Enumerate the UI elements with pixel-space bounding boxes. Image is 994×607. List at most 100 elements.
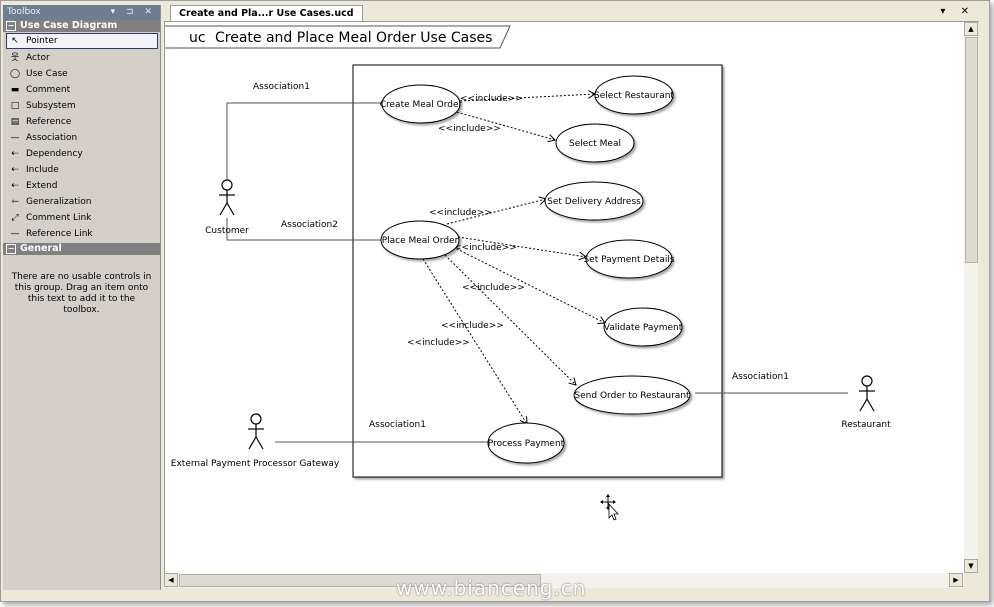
association-label: Association1 (253, 82, 310, 92)
include-set-delivery[interactable] (446, 199, 546, 225)
toolbox-item-generalization[interactable]: ⇽ Generalization (3, 194, 160, 210)
include-label: <<include>> (441, 321, 504, 331)
toolbox-item-comment-link[interactable]: ⤢Comment Link (3, 210, 160, 226)
toolbox-item-label: Include (26, 165, 59, 175)
use-case-label: Create Meal Order (380, 100, 463, 110)
include-label: <<include>> (407, 338, 470, 348)
subsystem-boundary[interactable] (352, 64, 723, 478)
toolbox-item-label: Reference Link (26, 229, 93, 239)
collapse-icon[interactable]: − (6, 244, 16, 254)
include-select-restaurant[interactable] (459, 94, 595, 102)
toolbox-item-label: Dependency (26, 149, 83, 159)
use-case-label: Select Meal (569, 139, 621, 149)
use-case-label: Place Meal Order (382, 236, 459, 246)
vertical-scrollbar[interactable]: ▲ ▼ (964, 22, 978, 573)
toolbox-item-dependency[interactable]: ⇠Dependency (3, 146, 160, 162)
toolbox-item-pointer[interactable]: ↖Pointer (6, 33, 158, 49)
category-label: Use Case Diagram (20, 20, 118, 31)
frame-keyword: uc (189, 30, 206, 46)
reference-link-icon: — (10, 229, 20, 239)
include-icon: ⇠ (11, 165, 19, 175)
association-customer-place[interactable] (226, 218, 385, 241)
tab-use-cases-ucd[interactable]: Create and Pla...r Use Cases.ucd (170, 5, 363, 21)
include-process-payment[interactable] (422, 258, 527, 424)
scroll-down-button[interactable]: ▼ (964, 559, 978, 573)
collapse-icon[interactable]: − (6, 21, 16, 31)
toolbox-panel: Toolbox ▾ ⊐ ✕ − Use Case Diagram ↖Pointe… (3, 5, 161, 590)
toolbox-item-extend[interactable]: ⇠Extend (3, 178, 160, 194)
toolbox-item-reference[interactable]: ▤ Reference (3, 114, 160, 130)
move-cursor-icon (600, 494, 619, 521)
use-case-validate-payment[interactable] (603, 307, 683, 347)
toolbox-item-label: Reference (26, 117, 72, 127)
toolbox-item-label: Subsystem (26, 101, 76, 111)
diagram-canvas[interactable]: uc Create and Place Meal Order Use Cases (164, 22, 965, 573)
use-case-place-meal-order[interactable] (380, 220, 460, 260)
reference-icon: ▤ (10, 117, 20, 127)
use-case-select-restaurant[interactable] (594, 75, 674, 115)
include-label: <<include>> (454, 243, 517, 253)
include-validate-payment[interactable] (452, 246, 605, 323)
actor-restaurant[interactable] (859, 375, 875, 412)
document-tab-bar: Create and Pla...r Use Cases.ucd ▾ ✕ (164, 5, 979, 22)
association-icon: — (10, 133, 20, 143)
use-case-send-order-to-restaurant[interactable] (573, 375, 691, 415)
use-case-label: Process Payment (488, 439, 565, 449)
toolbox-item-label: Comment (26, 85, 71, 95)
toolbox-item-association[interactable]: — Association (3, 130, 160, 146)
toolbox-item-label: Association (26, 133, 78, 143)
extend-icon: ⇠ (11, 181, 19, 191)
toolbox-item-reference-link[interactable]: — Reference Link (3, 226, 160, 242)
use-case-label: Select Restaurant (594, 91, 674, 101)
general-empty-message: There are no usable controls in this gro… (11, 272, 152, 315)
scroll-right-button[interactable]: ▶ (949, 573, 963, 587)
actor-icon: 웃 (10, 53, 20, 63)
horizontal-scroll-thumb[interactable] (179, 574, 541, 587)
include-send-order[interactable] (444, 254, 576, 385)
toolbox-item-use-case[interactable]: ◯Use Case (3, 66, 160, 82)
use-case-icon: ◯ (9, 69, 21, 79)
include-select-meal[interactable] (452, 110, 555, 140)
include-label: <<include>> (438, 124, 501, 134)
use-case-process-payment[interactable] (487, 422, 565, 464)
scroll-left-button[interactable]: ◀ (164, 573, 178, 587)
frame-title: Create and Place Meal Order Use Cases (215, 30, 492, 46)
use-case-set-payment-details[interactable] (585, 239, 673, 279)
comment-link-icon: ⤢ (11, 213, 19, 223)
use-case-label: Set Delivery Address (547, 197, 641, 207)
association-label: Association2 (281, 220, 338, 230)
pointer-icon: ↖ (11, 36, 19, 46)
use-case-diagram: uc Create and Place Meal Order Use Cases (165, 25, 891, 521)
horizontal-scrollbar[interactable]: ◀ ▶ (164, 573, 964, 588)
toolbox-item-comment[interactable]: ▬Comment (3, 82, 160, 98)
toolbox-item-include[interactable]: ⇠ Include (3, 162, 160, 178)
use-case-set-delivery-address[interactable] (544, 181, 644, 221)
use-case-select-meal[interactable] (555, 123, 635, 163)
use-case-create-meal-order[interactable] (381, 84, 461, 124)
include-label: <<include>> (462, 283, 525, 293)
association-label: Association1 (369, 420, 426, 430)
use-case-label: Validate Payment (604, 323, 683, 333)
actor-customer[interactable] (219, 179, 235, 216)
tab-controls[interactable]: ▾ ✕ (940, 6, 975, 17)
include-set-payment[interactable] (457, 236, 586, 257)
toolbox-title-bar: Toolbox ▾ ⊐ ✕ (3, 5, 160, 20)
category-use-case-diagram[interactable]: − Use Case Diagram (3, 20, 160, 32)
include-label: <<include>> (460, 94, 523, 104)
vertical-scroll-thumb[interactable] (965, 37, 978, 263)
scroll-up-button[interactable]: ▲ (964, 22, 978, 36)
toolbox-window-controls[interactable]: ▾ ⊐ ✕ (110, 7, 156, 17)
toolbox-title: Toolbox (7, 7, 41, 17)
subsystem-icon: □ (10, 101, 20, 111)
generalization-icon: ⇽ (11, 197, 19, 207)
toolbox-item-subsystem[interactable]: □ Subsystem (3, 98, 160, 114)
category-label: General (20, 243, 62, 254)
toolbox-item-label: Generalization (26, 197, 92, 207)
association-customer-create[interactable] (226, 102, 383, 182)
actor-label: External Payment Processor Gateway (171, 459, 340, 469)
actor-label: Restaurant (841, 420, 891, 430)
category-general[interactable]: − General (3, 243, 160, 255)
actor-payment-gateway[interactable] (248, 413, 264, 450)
